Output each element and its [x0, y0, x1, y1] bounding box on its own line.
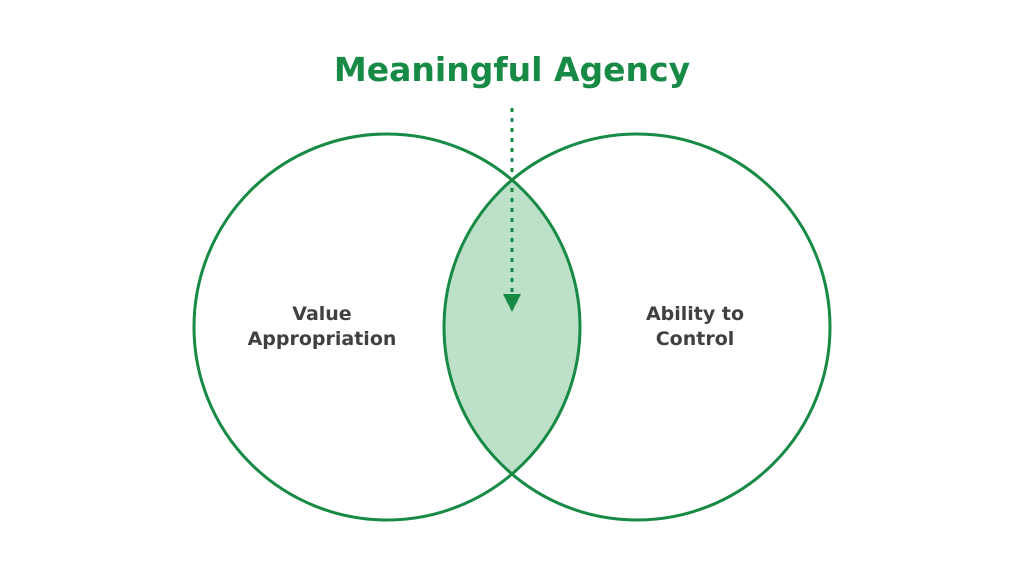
right-label-line1: Ability to	[645, 303, 745, 325]
left-label-line1: Value	[292, 303, 352, 325]
right-label-line2: Control	[655, 328, 735, 350]
left-circle-label: Value Appropriation	[212, 302, 432, 352]
right-circle	[442, 132, 832, 522]
left-circle	[192, 132, 582, 522]
right-circle-label: Ability to Control	[585, 302, 805, 352]
left-label-line2: Appropriation	[247, 328, 397, 350]
diagram-title: Meaningful Agency	[333, 50, 691, 89]
dotted-arrow-down-icon	[503, 108, 521, 312]
overlap-region	[444, 134, 580, 520]
